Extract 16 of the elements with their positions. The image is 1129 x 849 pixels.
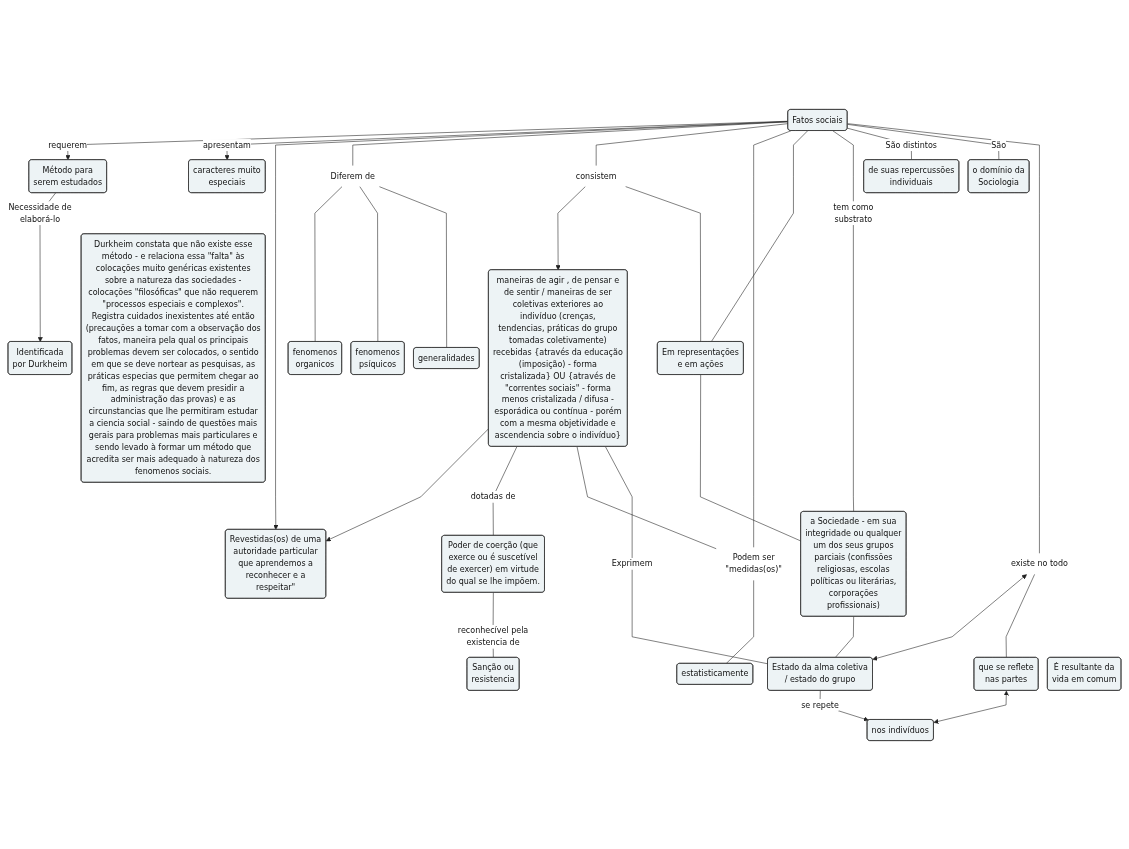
connector <box>352 121 789 166</box>
connector <box>832 130 854 512</box>
connector <box>595 122 789 166</box>
connector <box>711 130 808 342</box>
connector <box>1005 573 1035 658</box>
connector <box>834 615 854 658</box>
connector <box>700 374 802 541</box>
connector <box>605 445 769 664</box>
connector <box>576 445 717 549</box>
connector <box>359 185 379 342</box>
connector <box>753 130 792 548</box>
connector <box>625 185 701 342</box>
connector <box>314 185 343 342</box>
connector <box>492 445 518 536</box>
connector <box>725 579 754 664</box>
connector <box>379 185 447 348</box>
